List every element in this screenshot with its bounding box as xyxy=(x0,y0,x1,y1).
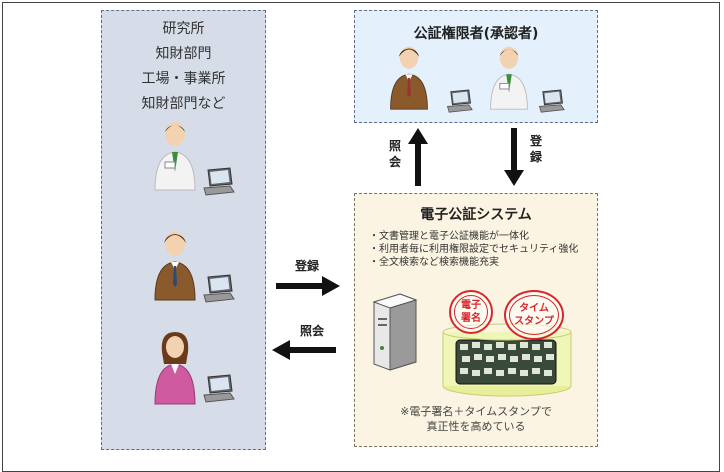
timestamp-seal-text: タイム スタンプ xyxy=(514,303,554,327)
up-arrow-icon xyxy=(408,128,428,186)
timestamp-seal: タイム スタンプ xyxy=(504,290,564,340)
left-line-4: 知財部門など xyxy=(141,96,226,112)
footnote-line-1: ※電子署名＋タイムスタンプで xyxy=(400,405,552,418)
down-arrow-label: 登録 xyxy=(529,134,542,164)
person-woman-icon xyxy=(154,332,196,405)
left-line-1: 研究所 xyxy=(162,21,205,37)
footnote-line-2: 真正性を高めている xyxy=(426,420,526,433)
right-arrow-icon xyxy=(276,276,340,296)
person-businessman-icon xyxy=(154,232,196,301)
feature-list: ・文書管理と電子公証機能が一体化 ・利用者毎に利用権限設定でセキュリティ強化 ・… xyxy=(369,230,578,269)
left-panel-title: 研究所 知財部門 工場・事業所 知財部門など xyxy=(102,17,265,117)
laptop-icon xyxy=(203,274,235,303)
left-arrow-icon xyxy=(272,340,336,360)
up-arrow-label: 照会 xyxy=(388,139,401,169)
electronic-signature-seal-text: 電子 署名 xyxy=(461,300,481,324)
approver-panel-title: 公証権限者(承認者) xyxy=(413,26,539,42)
person-businessman-icon xyxy=(390,46,428,110)
electronic-signature-seal: 電子 署名 xyxy=(449,290,493,334)
server-icon xyxy=(372,293,418,371)
right-arrow-label: 登録 xyxy=(295,259,320,273)
system-panel-title: 電子公証システム xyxy=(420,207,532,223)
left-line-3: 工場・事業所 xyxy=(141,71,226,87)
feature-item: ・文書管理と電子公証機能が一体化 xyxy=(369,231,529,242)
laptop-icon xyxy=(203,167,235,196)
down-arrow-icon xyxy=(504,128,524,186)
laptop-icon xyxy=(538,89,565,113)
feature-item: ・利用者毎に利用権限設定でセキュリティ強化 xyxy=(369,244,579,255)
document-storage-icon xyxy=(442,323,572,397)
left-line-2: 知財部門 xyxy=(155,46,212,62)
person-scientist-icon xyxy=(490,46,528,110)
laptop-icon xyxy=(446,89,473,113)
person-scientist-icon xyxy=(154,122,196,191)
left-arrow-label: 照会 xyxy=(300,324,325,338)
feature-item: ・全文検索など検索機能充実 xyxy=(369,257,499,268)
laptop-icon xyxy=(203,374,235,403)
